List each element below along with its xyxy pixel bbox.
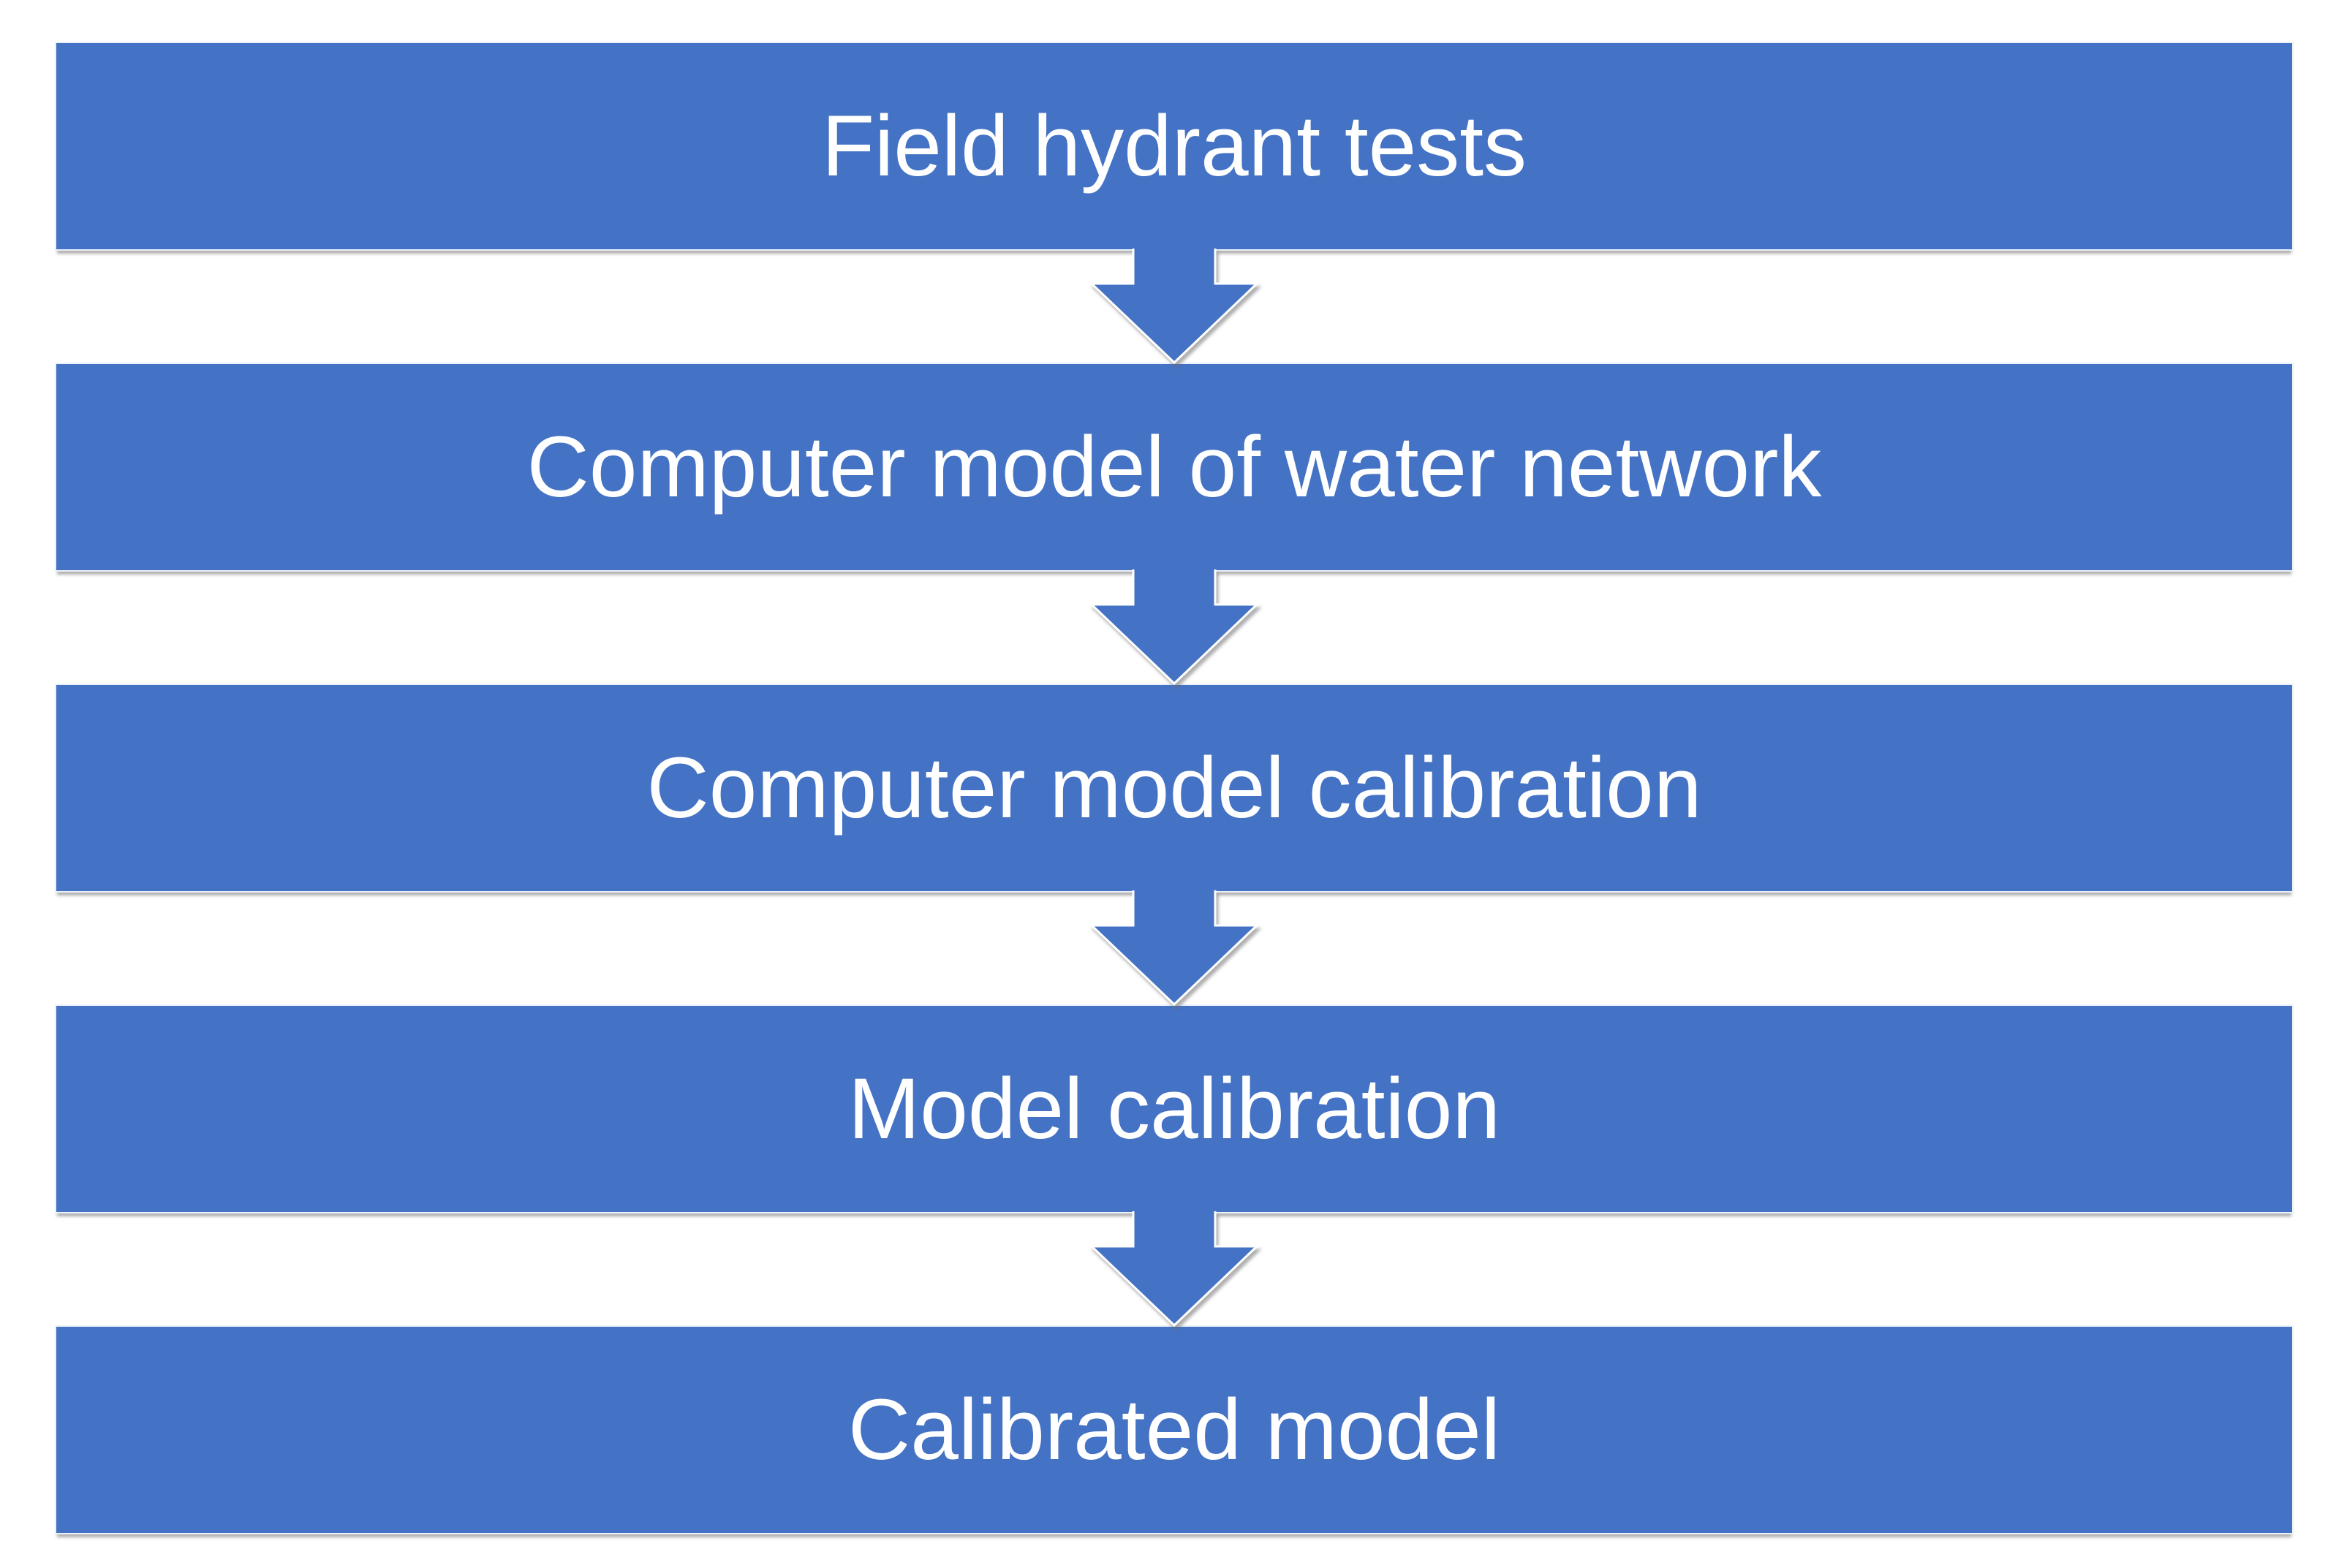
flow-step-label: Calibrated model [847, 1382, 1501, 1478]
down-arrow-icon [1088, 890, 1260, 1007]
flow-step-label: Computer model calibration [646, 740, 1702, 836]
down-arrow-shape [1089, 569, 1260, 686]
flow-step-model-calibration: Model calibration [55, 1004, 2294, 1213]
flow-step-field-hydrant-tests: Field hydrant tests [55, 42, 2294, 251]
down-arrow-icon [1088, 569, 1260, 686]
flow-step-label: Computer model of water network [526, 419, 1822, 515]
flow-step-calibrated-model: Calibrated model [55, 1325, 2294, 1534]
flow-step-computer-model-calibration: Computer model calibration [55, 683, 2294, 893]
down-arrow-icon [1088, 249, 1260, 366]
flow-step-computer-model-of-water-network: Computer model of water network [55, 363, 2294, 572]
down-arrow-icon [1088, 1211, 1260, 1328]
down-arrow-shape [1089, 1211, 1260, 1328]
down-arrow-shape [1089, 249, 1260, 365]
down-arrow-shape [1089, 890, 1260, 1007]
flow-step-label: Field hydrant tests [821, 98, 1527, 194]
flow-step-label: Model calibration [847, 1061, 1501, 1157]
